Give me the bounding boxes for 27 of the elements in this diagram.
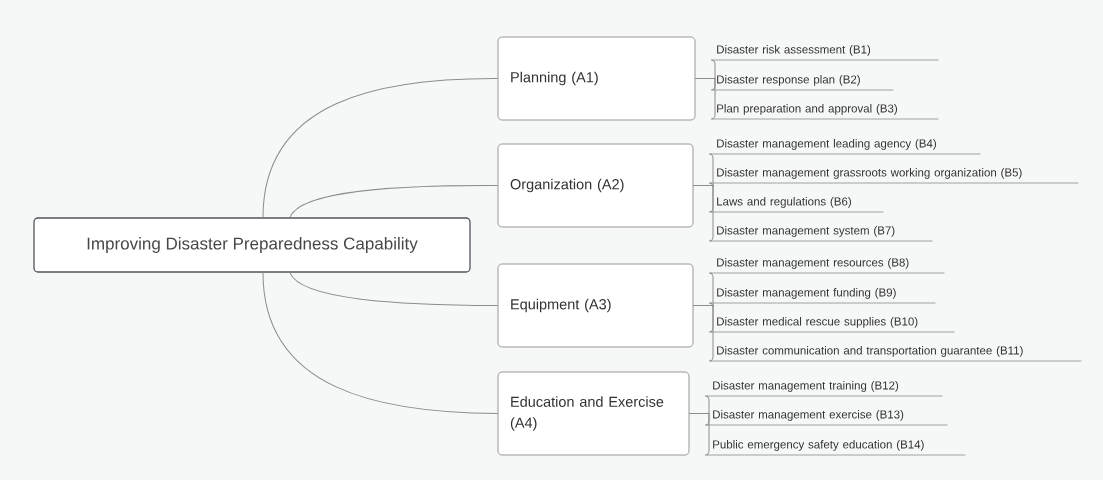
underlined-item: Disaster management training (B12) (707, 381, 943, 397)
underlined-item: Disaster risk assessment (B1) (711, 45, 939, 61)
connector-line (688, 413, 710, 456)
connector-line (289, 272, 499, 306)
underlined-item: Disaster communication and transportation guarantee (B11) (711, 346, 1082, 362)
category-box: Organization (A2) (497, 143, 694, 228)
underlined-item: Disaster management funding (B9) (711, 288, 936, 304)
category-box: Equipment (A3) (497, 263, 694, 348)
underlined-item: Disaster response plan (B2) (711, 75, 894, 91)
connector-line (289, 185, 499, 218)
connector-line (694, 78, 716, 120)
underlined-item: Disaster management grassroots working organization (B5) (711, 168, 1079, 184)
underlined-item: Disaster management leading agency (B4) (711, 139, 981, 155)
connector-line (262, 272, 499, 414)
connector-line (692, 305, 714, 362)
underlined-item: Disaster management exercise (B13) (707, 410, 948, 426)
category-box: Education and Exercise (A4) (497, 371, 690, 456)
connector-line (262, 78, 499, 218)
underlined-item: Disaster management system (B7) (711, 226, 933, 242)
connector-line (692, 185, 714, 242)
underlined-item: Laws and regulations (B6) (711, 197, 884, 213)
root-box: Improving Disaster Preparedness Capability (33, 217, 471, 273)
underlined-item: Plan preparation and approval (B3) (711, 104, 939, 120)
underlined-item: Disaster medical rescue supplies (B10) (711, 317, 955, 333)
underlined-item: Public emergency safety education (B14) (707, 440, 966, 456)
category-box: Planning (A1) (497, 36, 696, 121)
underlined-item: Disaster management resources (B8) (711, 258, 945, 274)
